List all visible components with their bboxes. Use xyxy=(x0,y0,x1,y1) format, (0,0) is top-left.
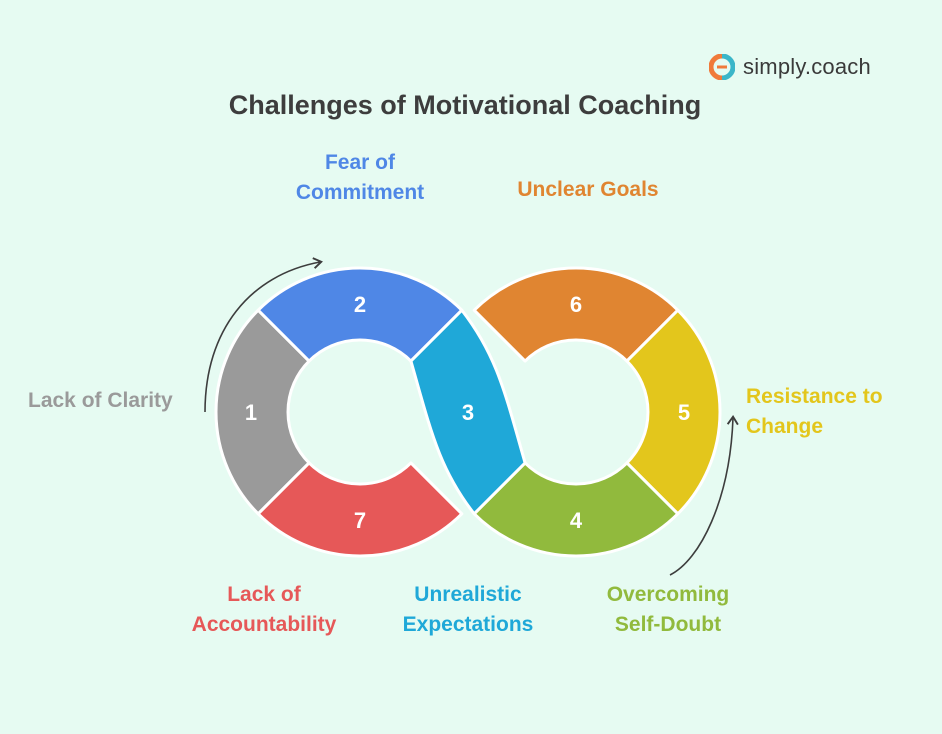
brand-name: simply.coach xyxy=(743,54,871,79)
segment-number-3: 3 xyxy=(462,400,474,425)
brand-logo: simply.coach xyxy=(709,52,871,82)
segment-number-7: 7 xyxy=(354,508,366,533)
segment-number-5: 5 xyxy=(678,400,690,425)
segment-number-1: 1 xyxy=(245,400,257,425)
label-unclear-goals: Unclear Goals xyxy=(517,178,659,201)
label-overcoming-self-doubt: Overcoming Self-Doubt xyxy=(606,583,730,636)
cycle-arrow-left xyxy=(204,257,323,413)
segment-1-lack-of-clarity xyxy=(214,308,311,516)
simply-coach-logo-icon xyxy=(709,54,735,80)
label-lack-of-accountability: Lack of Accountability xyxy=(191,583,337,636)
segment-6-unclear-goals xyxy=(472,266,680,363)
segment-7-lack-of-accountability xyxy=(256,461,464,558)
segment-2-fear-of-commitment xyxy=(256,266,464,363)
segment-number-2: 2 xyxy=(354,292,366,317)
label-resistance-to-change: Resistance to Change xyxy=(746,385,883,438)
segment-5-resistance-to-change xyxy=(625,308,722,516)
label-lack-of-clarity: Lack of Clarity xyxy=(28,389,173,412)
segment-number-6: 6 xyxy=(570,292,582,317)
label-unrealistic-expectations: Unrealistic Expectations xyxy=(402,583,534,636)
cycle-arrow-right xyxy=(669,414,739,576)
page-title: Challenges of Motivational Coaching xyxy=(228,90,702,120)
segment-4-overcoming-self-doubt xyxy=(472,461,680,558)
segment-3-unrealistic-expectations xyxy=(409,308,527,516)
label-fear-of-commitment: Fear of Commitment xyxy=(295,151,425,204)
segment-number-4: 4 xyxy=(570,508,583,533)
